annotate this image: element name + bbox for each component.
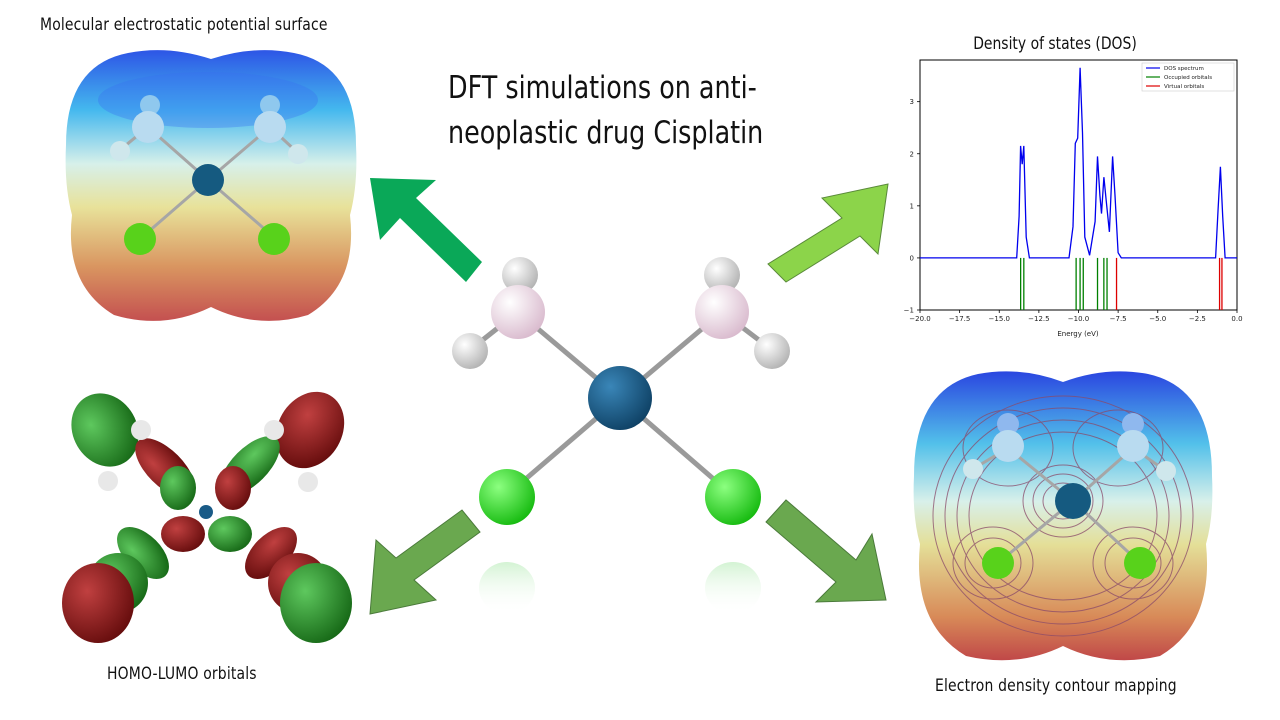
chlorine-atom <box>705 469 761 525</box>
mep-surface-image <box>65 50 357 321</box>
hydrogen-atom <box>502 257 538 293</box>
dos-xtick-label: −20.0 <box>909 315 930 323</box>
dos-xtick-label: −12.5 <box>1028 315 1049 323</box>
cisplatin-molecule <box>440 250 820 640</box>
contour-lines <box>932 395 1194 637</box>
contour-n-atom <box>992 430 1024 462</box>
platinum-atom <box>588 366 652 430</box>
legend-label-virtual: Virtual orbitals <box>1164 84 1204 90</box>
mep-h-atom <box>110 141 130 161</box>
contour-cl-atom <box>1124 547 1156 579</box>
mep-cl-atom <box>258 223 290 255</box>
title-line-1: DFT simulations on anti- <box>448 70 757 106</box>
mep-pt-atom <box>192 164 224 196</box>
hydrogen-atom <box>704 257 740 293</box>
mep-label: Molecular electrostatic potential surfac… <box>40 15 328 35</box>
legend-label-dos: DOS spectrum <box>1164 66 1204 72</box>
homo-lumo-panel <box>58 388 358 653</box>
contour-h-atom <box>1122 413 1144 435</box>
dos-ytick-label: −1 <box>904 307 914 315</box>
dos-ytick-label: 3 <box>910 98 914 106</box>
dos-chart: Density of states (DOS) −20.0 −17.5 −15.0 −… <box>904 34 1243 338</box>
dos-xtick-label: −10.0 <box>1068 315 1089 323</box>
orbital-lobe-red <box>62 563 134 643</box>
dos-title: Density of states (DOS) <box>973 34 1137 54</box>
nitrogen-atom <box>491 285 545 339</box>
orbital-h-atom <box>98 471 118 491</box>
contour-h-atom <box>997 413 1019 435</box>
orbital-h-atom <box>264 420 284 440</box>
orbital-lobe-red <box>245 527 297 579</box>
orbital-lobe-green <box>280 563 352 643</box>
contour-cl-atom <box>982 547 1014 579</box>
contour-panel <box>908 366 1218 668</box>
orbital-lobe-red <box>161 516 205 552</box>
dos-chart-panel: Density of states (DOS) −20.0 −17.5 −15.0 −… <box>880 30 1250 348</box>
mep-surface-panel <box>58 45 364 327</box>
cisplatin-model <box>452 257 790 614</box>
dos-xtick-label: −2.5 <box>1189 315 1206 323</box>
title-line-2: neoplastic drug Cisplatin <box>448 115 764 151</box>
orbital-lobe-red <box>275 391 345 469</box>
nitrogen-atom <box>695 285 749 339</box>
dos-xtick-label: −5.0 <box>1149 315 1166 323</box>
dos-spectrum-line <box>920 67 1237 259</box>
mep-h-atom <box>288 144 308 164</box>
chlorine-reflection <box>479 562 535 614</box>
contour-h-atom <box>963 459 983 479</box>
hydrogen-atom <box>754 333 790 369</box>
contour-image <box>913 371 1213 661</box>
contour-h-atom <box>1156 461 1176 481</box>
homo-lumo-label: HOMO-LUMO orbitals <box>107 664 257 684</box>
dos-ytick-label: 2 <box>910 150 914 158</box>
orbital-lobe-red <box>215 466 251 510</box>
orbital-h-atom <box>298 472 318 492</box>
dos-xtick-label: −7.5 <box>1110 315 1127 323</box>
mep-h-atom <box>260 95 280 115</box>
contour-n-atom <box>1117 430 1149 462</box>
dos-ytick-label: 1 <box>910 202 914 210</box>
dos-ytick-label: 0 <box>910 254 914 262</box>
orbital-lobe-green <box>208 516 252 552</box>
dos-xtick-label: 0.0 <box>1231 315 1242 323</box>
chlorine-atom <box>479 469 535 525</box>
orbital-lobe-green <box>117 527 169 579</box>
orbital-h-atom <box>131 420 151 440</box>
dos-legend: DOS spectrum Occupied orbitals Virtual o… <box>1141 62 1235 92</box>
mep-n-atom <box>254 111 286 143</box>
page-title: DFT simulations on anti- neoplastic drug… <box>448 66 763 156</box>
dos-xlabel: Energy (eV) <box>1057 330 1099 338</box>
contour-pt-atom <box>1055 483 1091 519</box>
orbital-lobe-green <box>71 393 139 467</box>
orbital-lobe-green <box>160 466 196 510</box>
mep-h-atom <box>140 95 160 115</box>
homo-lumo-image <box>62 391 352 643</box>
hydrogen-atom <box>452 333 488 369</box>
chlorine-reflection <box>705 562 761 614</box>
dos-xtick-label: −15.0 <box>989 315 1010 323</box>
orbital-pt-atom <box>199 505 213 519</box>
dos-xtick-label: −17.5 <box>949 315 970 323</box>
contour-label: Electron density contour mapping <box>935 676 1177 696</box>
mep-n-atom <box>132 111 164 143</box>
mep-cl-atom <box>124 223 156 255</box>
legend-label-occupied: Occupied orbitals <box>1164 75 1212 81</box>
